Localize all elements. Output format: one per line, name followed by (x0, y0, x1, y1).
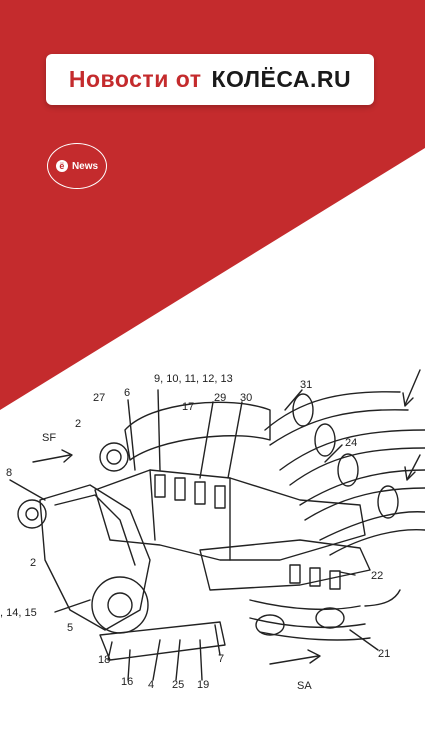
drawing-label: 2 (75, 418, 82, 430)
news-badge[interactable]: ё News (47, 143, 107, 189)
drawing-label: 5 (67, 622, 74, 634)
drawing-label: 24 (345, 437, 358, 449)
drawing-label: 16 (121, 676, 134, 688)
brand-logo-icon: ё (55, 160, 68, 172)
drawing-label: 22 (371, 570, 384, 582)
drawing-label: 2 (30, 557, 37, 569)
drawing-label: SA (297, 680, 312, 692)
badge-label: News (71, 160, 99, 172)
drawing-label: 9, 10, 11, 12, 13 (154, 373, 233, 385)
drawing-label: SF (42, 432, 57, 444)
drawing-label: 18 (98, 654, 111, 666)
news-banner[interactable]: Новости от КОЛЁСА.RU (46, 54, 374, 105)
drawing-label: 4 (148, 679, 155, 691)
drawing-label: 25 (172, 679, 185, 691)
drawing-label: 8 (6, 467, 13, 479)
drawing-label: , 14, 15 (0, 607, 37, 619)
drawing-label: 19 (197, 679, 210, 691)
drawing-label: 30 (240, 392, 253, 404)
drawing-label: 31 (300, 379, 313, 391)
brand-logo-text: КОЛЁСА.RU (211, 66, 352, 92)
banner-prefix: Новости от (68, 66, 202, 92)
drawing-label: 17 (182, 401, 195, 413)
drawing-label: 27 (93, 392, 106, 404)
drawing-label: 29 (214, 392, 227, 404)
drawing-label: 21 (378, 648, 391, 660)
drawing-label: 6 (124, 387, 131, 399)
engine-drawing (9, 369, 425, 681)
drawing-label: 7 (218, 653, 225, 665)
